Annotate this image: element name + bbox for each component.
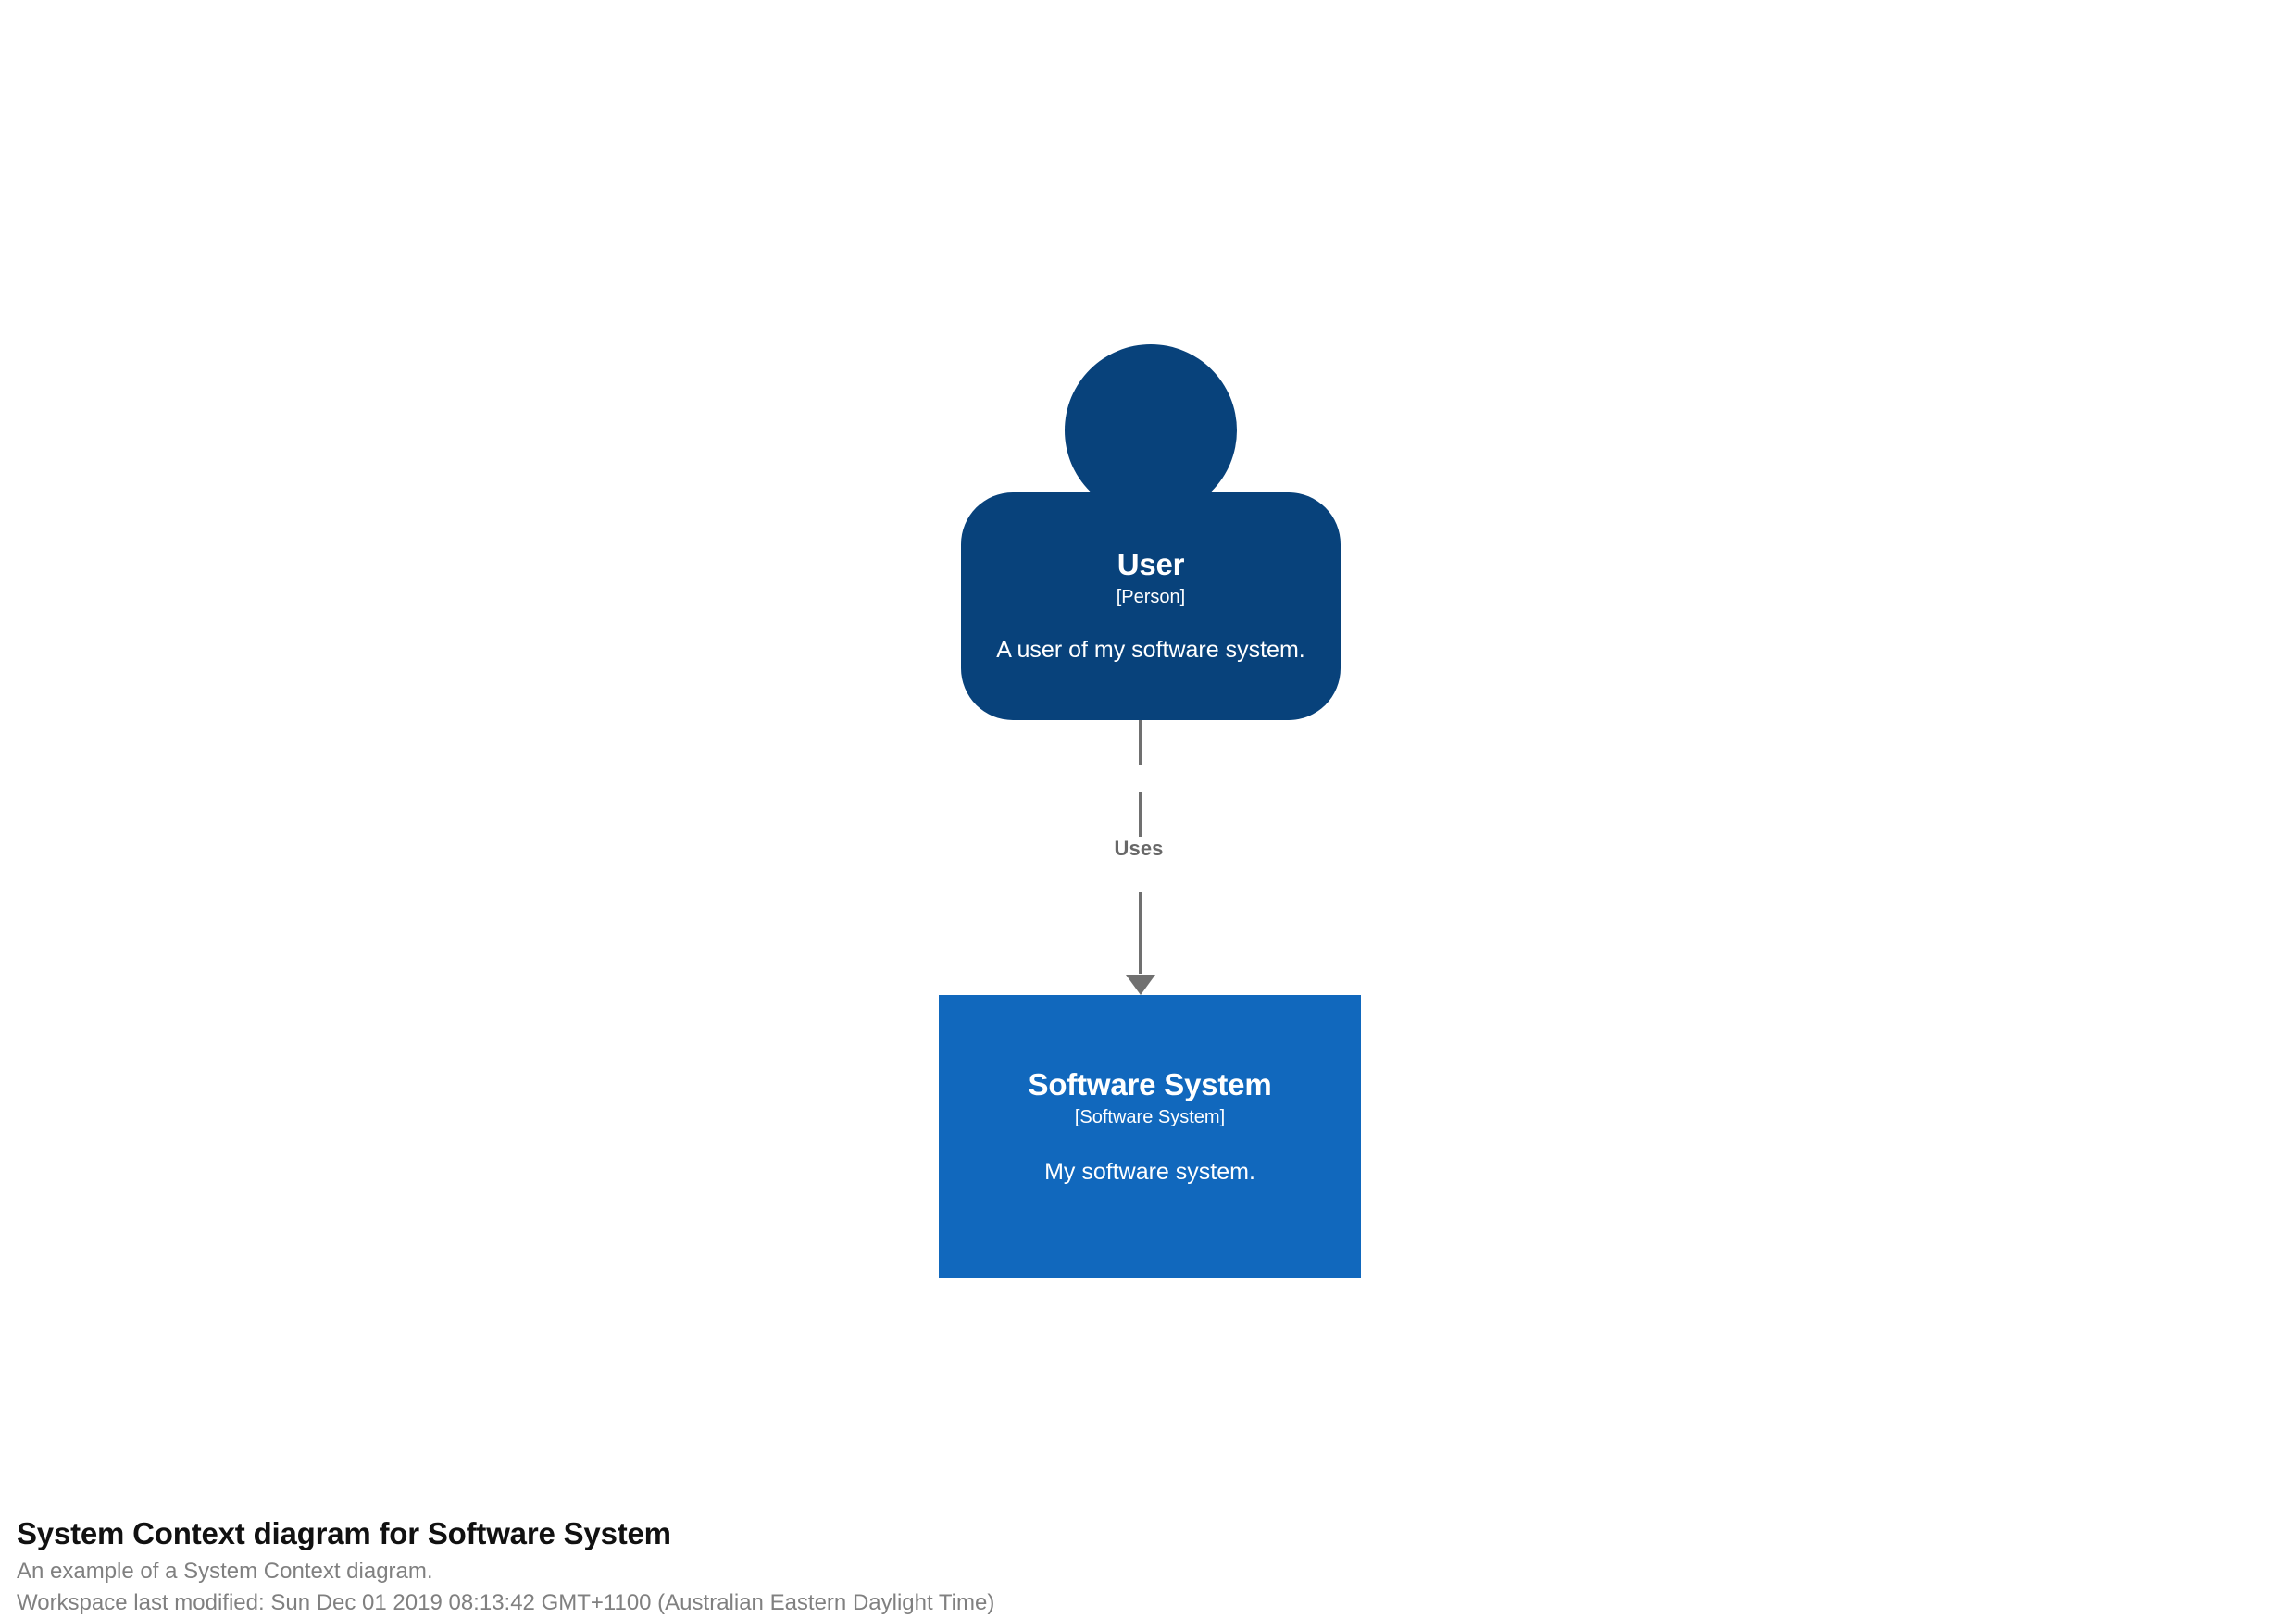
person-label-group: User [Person] A user of my software syst… bbox=[961, 492, 1341, 720]
diagram-element-user[interactable]: User [Person] A user of my software syst… bbox=[961, 344, 1341, 720]
element-type-label: [Person] bbox=[1116, 587, 1186, 608]
relationship-line-uses bbox=[1139, 720, 1142, 996]
dash-segment bbox=[1139, 792, 1142, 837]
element-name: Software System bbox=[1028, 1067, 1272, 1101]
dash-segment bbox=[1139, 937, 1142, 974]
element-type-label: [Software System] bbox=[1074, 1106, 1226, 1127]
element-description: My software system. bbox=[1044, 1158, 1255, 1185]
caption-subtitle: An example of a System Context diagram. bbox=[17, 1558, 433, 1584]
diagram-caption: System Context diagram for Software Syst… bbox=[17, 1516, 1498, 1617]
element-name: User bbox=[1117, 547, 1185, 582]
caption-metadata: Workspace last modified: Sun Dec 01 2019… bbox=[17, 1589, 995, 1615]
dash-segment bbox=[1139, 720, 1142, 765]
arrowhead-down-icon bbox=[1126, 975, 1155, 995]
caption-title: System Context diagram for Software Syst… bbox=[17, 1516, 671, 1550]
diagram-element-software-system[interactable]: Software System [Software System] My sof… bbox=[939, 995, 1361, 1278]
relationship-label-uses: Uses bbox=[1114, 837, 1164, 860]
element-description: A user of my software system. bbox=[996, 637, 1305, 664]
person-body-shape bbox=[961, 492, 1341, 720]
dash-segment bbox=[1139, 892, 1142, 937]
person-head-icon bbox=[1065, 344, 1237, 517]
